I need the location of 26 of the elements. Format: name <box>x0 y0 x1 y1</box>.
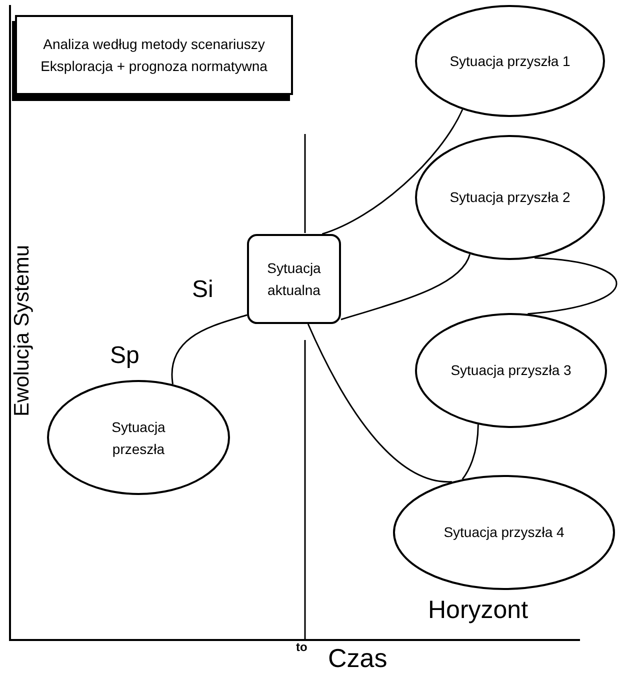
node-text: Analiza według metody scenariuszy <box>43 35 265 54</box>
situation-ellipse <box>393 475 615 590</box>
node-text: Sytuacja przeszła <box>110 418 166 459</box>
node-text: Sytuacja przyszła 3 <box>450 361 572 380</box>
node-text: Sytuacja przyszła 4 <box>444 523 564 542</box>
connector-curve <box>462 424 479 480</box>
node-text: Sytuacja aktualna <box>266 259 322 300</box>
node-text: Sytuacja przyszła 1 <box>450 52 570 71</box>
situation-box <box>247 234 341 324</box>
situation-ellipse <box>415 313 607 428</box>
point-label: Sp <box>110 341 140 371</box>
node-text: Eksploracja + prognoza normatywna <box>40 57 268 76</box>
situation-ellipse <box>415 5 605 117</box>
situation-ellipse <box>47 380 230 495</box>
point-label: Si <box>192 275 214 305</box>
node-text: Sytuacja przyszła 2 <box>450 188 570 207</box>
connector-curve <box>307 324 452 482</box>
axis-label: Ewolucja Systemu <box>9 244 34 419</box>
horizon-label: Horyzont <box>428 595 528 626</box>
situation-ellipse <box>415 135 605 260</box>
connector-curve <box>171 314 248 384</box>
axis-label: Czas <box>328 645 388 671</box>
connector-curve <box>340 254 471 320</box>
tick-label: to <box>296 641 308 653</box>
connector-curve <box>322 109 464 235</box>
connector-curve <box>528 257 618 315</box>
